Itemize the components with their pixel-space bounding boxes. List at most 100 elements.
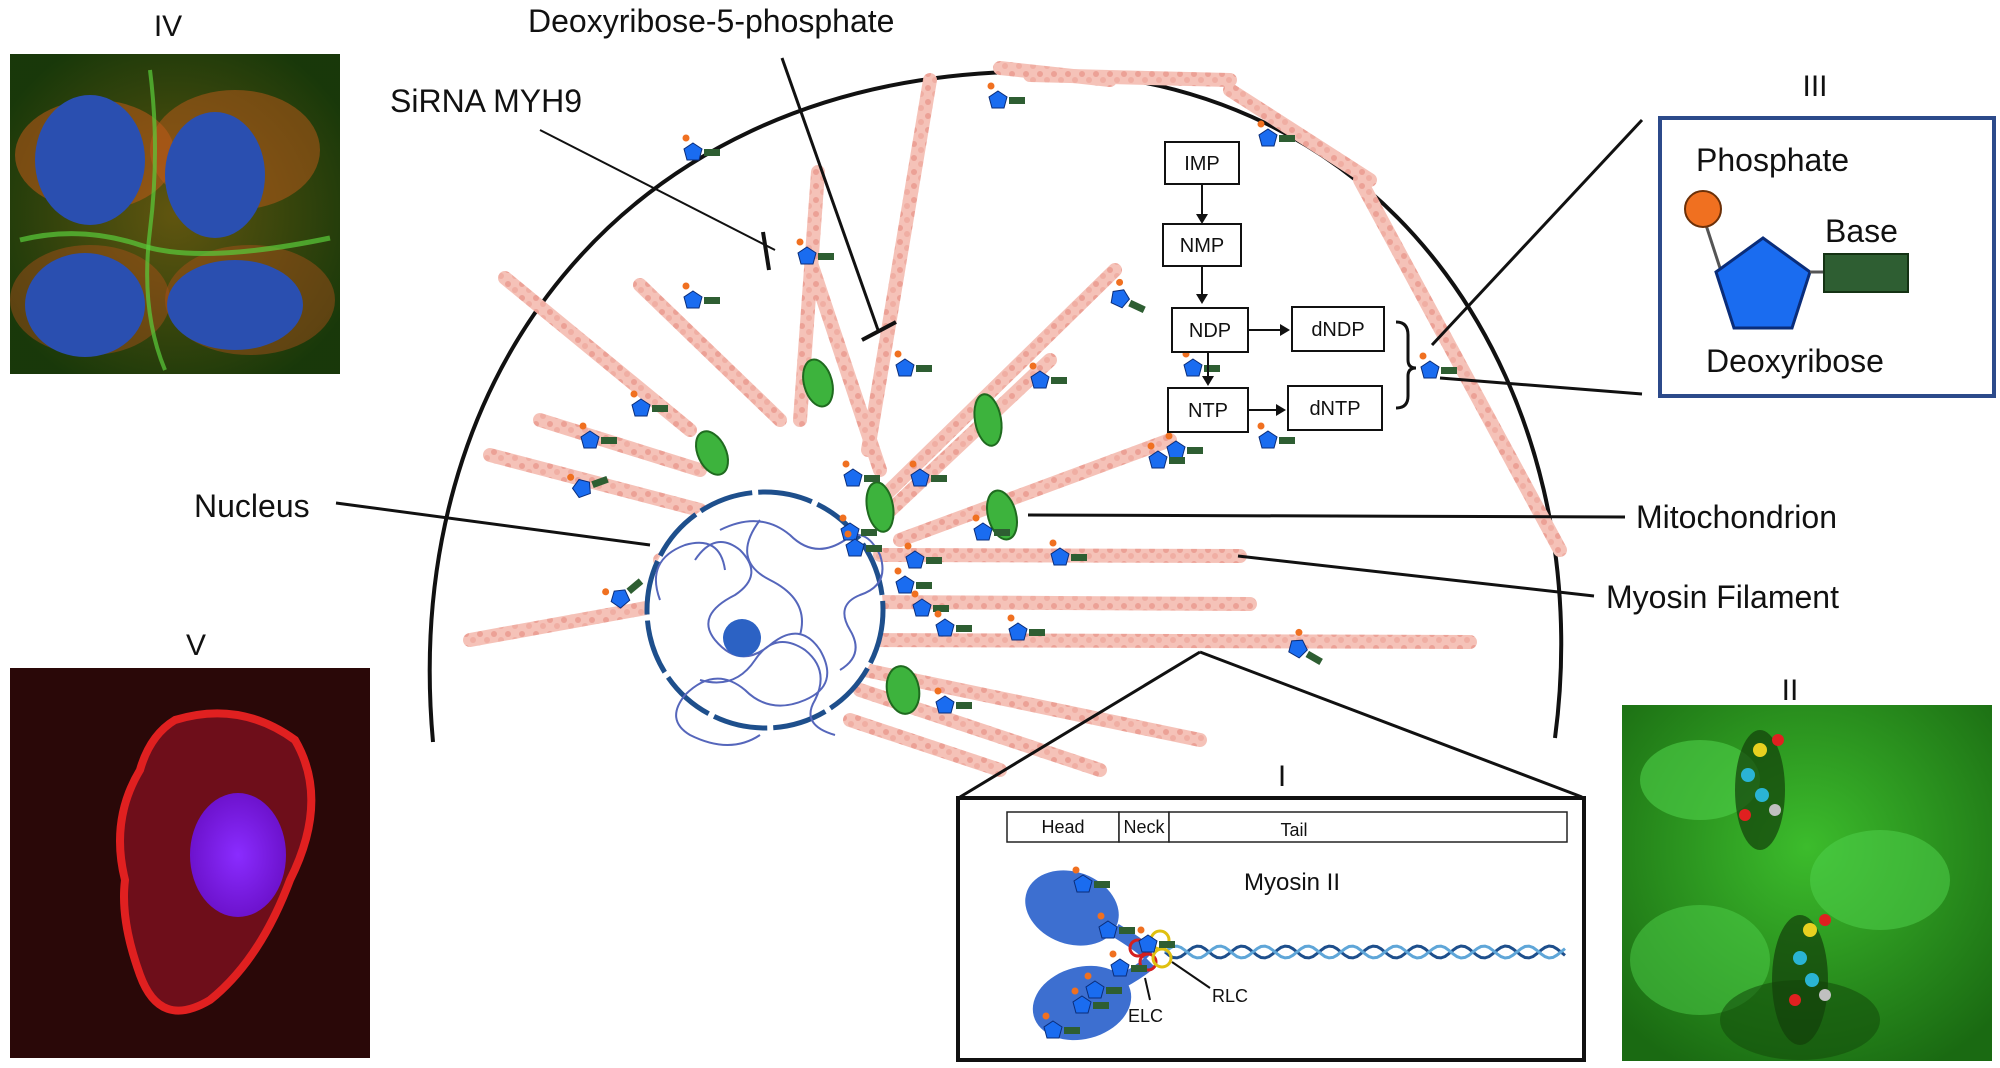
helix-strand-2 — [1164, 944, 1566, 960]
deoxyribose-marker-20 — [904, 542, 942, 569]
arrowhead-ntp-dntp — [1276, 404, 1286, 416]
deoxyribose-marker-24 — [1288, 628, 1323, 665]
dndp-box — [1291, 306, 1385, 352]
deoxyribose-marker-27 — [934, 687, 972, 714]
dndp-label: dNDP — [1311, 319, 1364, 341]
deoxyribose-marker-10 — [630, 390, 668, 417]
dntp-label: dNTP — [1309, 398, 1360, 420]
deoxyribose-marker-2 — [796, 238, 834, 265]
ndp-label: NDP — [1189, 320, 1231, 342]
deoxyribose-label: Deoxyribose — [1706, 343, 1884, 379]
sirna-inhibition-line — [539, 129, 776, 251]
myosin-filaments — [463, 61, 1567, 777]
elc-label: ELC — [1128, 1006, 1163, 1026]
nmp-label: NMP — [1180, 235, 1224, 257]
panel-i-marker-7 — [1084, 972, 1122, 999]
sirna-inhibition-bar — [761, 231, 771, 271]
myosin-filament-8 — [873, 263, 1122, 507]
panel-i-label: I — [1278, 760, 1286, 793]
deoxyribose-marker-19 — [844, 530, 882, 557]
myosin-filament-2 — [633, 278, 787, 427]
ligand-molecule-top — [1739, 734, 1784, 821]
panel-ii-label: II — [1782, 674, 1799, 707]
arrowhead-ndp-ntp — [1202, 376, 1214, 386]
panel-v-image — [10, 668, 370, 1058]
panel-i-box: Head Neck Tail Myosin II RLC ELC — [956, 796, 1586, 1062]
base-rect — [1823, 253, 1909, 293]
elc-leader — [1144, 977, 1151, 1001]
panel-i-marker-3 — [1137, 926, 1175, 953]
imp-box — [1164, 141, 1240, 185]
ligand-molecule-bottom — [1789, 914, 1831, 1006]
panel-iv-image — [10, 54, 340, 374]
myosin-filament-label: Myosin Filament — [1606, 579, 1839, 615]
tail-segment — [1168, 811, 1568, 843]
leader-iii-bottom — [1439, 376, 1643, 396]
mitochondrion-2 — [695, 430, 729, 476]
deoxyribose-marker-1 — [682, 134, 720, 161]
myosin-tail-helix — [1164, 944, 1566, 960]
myosin-filament-13 — [863, 633, 1477, 649]
deoxyribose-marker-29 — [1257, 422, 1295, 449]
panel-i-marker-4 — [1071, 987, 1109, 1014]
deoxyribose-marker-3 — [682, 282, 720, 309]
arrowhead-ndp-dndp — [1280, 324, 1290, 336]
deoxyribose-marker-7 — [1110, 278, 1146, 314]
deoxyribose-marker-13 — [842, 460, 880, 487]
myosin-filament-7 — [861, 73, 937, 457]
deoxyribose-marker-23 — [1007, 614, 1045, 641]
deoxyribose-marker-25 — [602, 578, 644, 609]
deoxyribose-marker-11 — [579, 422, 617, 449]
mitochondrion-leader — [1027, 513, 1626, 519]
d5p-inhibition-bar — [861, 320, 897, 342]
panel-i-marker-2 — [1097, 912, 1135, 939]
myosin-filament-20 — [1223, 83, 1377, 187]
deoxyribose-pentagon — [1714, 236, 1812, 330]
myosin-head-upper — [1025, 870, 1119, 946]
nucleotide-pathway: IMP NMP NDP dNDP NTP dNTP — [1162, 141, 1417, 433]
mitochondrion-3 — [973, 393, 1003, 447]
imp-label: IMP — [1184, 153, 1220, 175]
tail-label: Tail — [1280, 820, 1307, 840]
myosin-filament-10 — [893, 433, 1177, 547]
rlc-leader — [1171, 961, 1211, 989]
panel-ii-image — [1622, 705, 1992, 1061]
deoxyribose-markers — [567, 82, 1457, 714]
mitochondrion-5 — [986, 489, 1018, 541]
base-label: Base — [1825, 213, 1898, 249]
mitochondrion-4 — [865, 481, 895, 533]
rlc-label: RLC — [1212, 986, 1248, 1006]
head-segment — [1006, 811, 1120, 843]
neck-segment — [1118, 811, 1170, 843]
zoom-line-right — [1199, 650, 1583, 799]
head-label: Head — [1041, 817, 1084, 837]
nucleus-leader — [335, 501, 651, 547]
deoxyribose-marker-6 — [1257, 120, 1295, 147]
panel-iii-box: Phosphate Base Deoxyribose — [1658, 116, 1996, 398]
elc-ring-lower — [1138, 952, 1158, 972]
myosin-filament-14 — [858, 663, 1207, 747]
panel-i-marker-5 — [1109, 950, 1147, 977]
neck-label: Neck — [1123, 817, 1165, 837]
d5p-inhibition-line — [780, 57, 880, 331]
panel-v-label: V — [186, 629, 206, 662]
deoxyribose-marker-28 — [1419, 352, 1457, 379]
myosin-filament-19 — [1353, 173, 1567, 557]
arrowhead-imp-nmp — [1196, 214, 1208, 224]
leader-iii-top — [1430, 118, 1644, 347]
panel-i-marker-6 — [1042, 1012, 1080, 1039]
deoxyribose-marker-12 — [567, 473, 609, 499]
mitochondrion-label: Mitochondrion — [1636, 499, 1837, 535]
arrowhead-nmp-ndp — [1196, 294, 1208, 304]
panel-iv-label: IV — [154, 10, 182, 43]
phosphate-circle — [1684, 190, 1722, 228]
panel-i-markers — [1042, 866, 1175, 1039]
nucleus-label: Nucleus — [194, 488, 310, 524]
panel-iii-label: III — [1802, 70, 1827, 103]
dntp-box — [1287, 385, 1383, 431]
deoxyribose-marker-17 — [972, 514, 1010, 541]
deoxyribose-marker-22 — [934, 610, 972, 637]
deoxyribose-marker-9 — [1165, 432, 1203, 459]
deoxyribose-marker-18 — [1049, 539, 1087, 566]
